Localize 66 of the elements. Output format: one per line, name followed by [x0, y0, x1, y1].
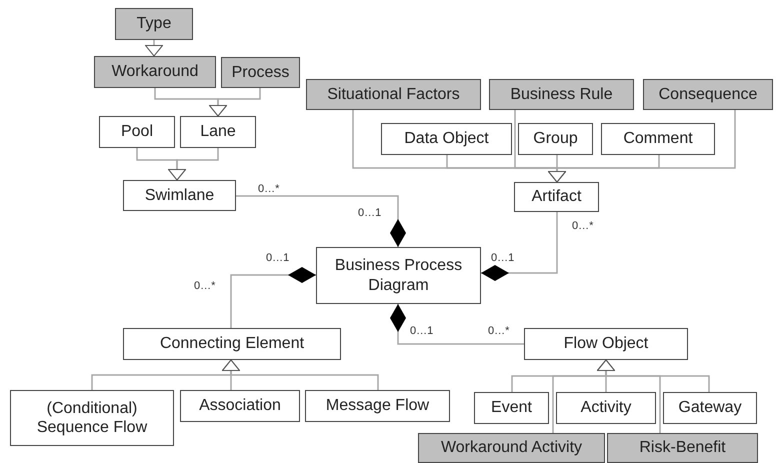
class-box — [518, 123, 593, 155]
class-name: Message Flow — [324, 396, 430, 416]
class-box — [316, 247, 481, 304]
class-name: Comment — [622, 129, 694, 149]
generalization-arrow — [209, 88, 261, 116]
generalization-arrow — [548, 155, 660, 182]
class-name: Activity — [580, 398, 632, 418]
class-box — [123, 328, 341, 360]
class-name: Situational Factors — [326, 84, 461, 104]
multiplicity-label: 0…1 — [358, 207, 382, 219]
generalization-arrow — [222, 360, 379, 390]
extension-class-box — [115, 8, 193, 40]
class-box — [556, 392, 656, 424]
class-name: Artifact — [530, 187, 582, 207]
class-name: Process — [230, 62, 290, 82]
class-name: Pool — [120, 122, 154, 142]
generalization-arrow — [168, 148, 219, 180]
class-box — [305, 390, 450, 422]
class-name: Lane — [199, 122, 237, 142]
class-name: Data Object — [403, 129, 490, 149]
class-box — [99, 116, 175, 148]
multiplicity-label: 0…1 — [410, 325, 434, 337]
class-name: Association — [198, 396, 282, 416]
extension-class-box — [418, 433, 605, 463]
class-box — [381, 123, 512, 155]
class-name: Business Process Diagram — [334, 256, 464, 295]
multiplicity-label: 0…* — [258, 183, 280, 195]
class-name: Workaround Activity — [440, 438, 584, 458]
class-box — [180, 116, 256, 148]
class-name: Flow Object — [562, 334, 650, 354]
composition-connector — [236, 195, 406, 247]
generalization-arrow — [145, 40, 163, 56]
extension-class-box — [643, 79, 773, 110]
class-name: Type — [136, 14, 172, 34]
class-box — [601, 123, 715, 155]
extension-class-box — [607, 433, 758, 463]
class-box — [123, 180, 236, 211]
multiplicity-label: 0…* — [194, 280, 216, 292]
class-box — [514, 182, 599, 212]
class-name: Event — [490, 398, 533, 418]
class-name: Consequence — [658, 84, 758, 104]
class-name: Connecting Element — [158, 334, 306, 354]
class-name: Risk-Benefit — [638, 438, 727, 458]
multiplicity-label: 0…1 — [266, 252, 290, 264]
composition-connector — [230, 267, 316, 328]
class-name: Workaround — [110, 62, 200, 82]
class-name: Business Rule — [509, 84, 614, 104]
class-box — [180, 390, 300, 422]
class-name: Gateway — [677, 398, 743, 418]
multiplicity-label: 0…* — [488, 325, 510, 337]
composition-connector — [390, 304, 524, 345]
extension-class-box — [489, 79, 634, 110]
class-name: (Conditional) Sequence Flow — [36, 398, 148, 438]
class-name: Swimlane — [144, 186, 216, 206]
class-box — [663, 392, 757, 424]
class-box — [10, 390, 174, 446]
composition-connector — [481, 212, 558, 281]
extension-class-box — [306, 79, 481, 110]
extension-class-box — [221, 57, 300, 88]
multiplicity-label: 0…1 — [491, 252, 514, 264]
generalization-arrow — [597, 360, 661, 433]
extension-class-box — [94, 56, 216, 88]
class-box — [524, 328, 688, 360]
class-box — [474, 392, 549, 424]
multiplicity-label: 0…* — [572, 220, 594, 232]
class-name: Group — [532, 129, 579, 149]
